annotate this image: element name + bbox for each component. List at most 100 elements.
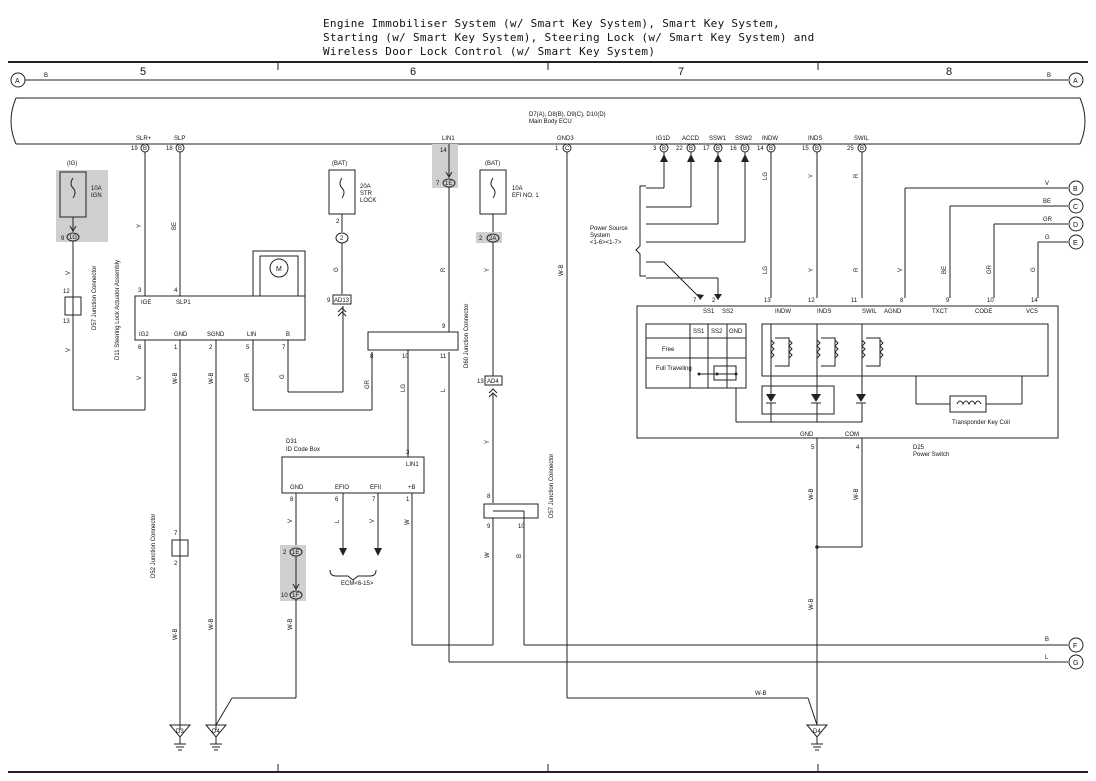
psw-vc5: VC5 (1026, 309, 1038, 315)
wire-g-3: G (1045, 235, 1050, 241)
psw-ss1: SS1 (703, 309, 715, 315)
wire-b-1: B (517, 554, 523, 558)
sl-gnd-num: 1 (174, 345, 178, 351)
id-code-box: D31 ID Code Box 3 LIN1 GND EFIO EFII +B … (281, 439, 425, 645)
table-col-ss2: SS2 (711, 329, 723, 335)
wire-g-4: G (1031, 267, 1037, 272)
pin-name-gnd3: GND3 (557, 136, 574, 142)
table-row-full: Full Traveling (656, 366, 692, 372)
offpage-a-left-letter: A (15, 78, 20, 85)
pin-conn-gnd3: C (565, 146, 570, 152)
fuse-ign-pin: 9 (61, 236, 65, 242)
pin-name-slr: SLR+ (136, 136, 152, 142)
splice-1f: 1F (292, 593, 299, 599)
psw-inds: INDS (817, 309, 831, 315)
pin-conn-slp: B (178, 146, 182, 152)
idbox-efii: EFII (370, 485, 381, 491)
fuse-efi: (BAT) 10A EFI NO. 1 2 2A Y 13 AD4 Y (476, 161, 539, 503)
psw-code-num: 10 (987, 298, 994, 304)
psw-code: CODE (975, 309, 992, 315)
sl-lin: LIN (247, 332, 256, 338)
psw-com: COM (845, 432, 859, 438)
wire-g-2: G (334, 267, 340, 272)
title-line-1: Engine Immobiliser System (w/ Smart Key … (323, 17, 780, 30)
sl-slp1-num: 4 (174, 288, 178, 294)
idbox-name: ID Code Box (286, 447, 320, 453)
splice-1f-pin: 10 (281, 593, 288, 599)
idbox-code: D31 (286, 439, 298, 445)
offpage-f: F (1073, 643, 1077, 650)
d57-left-pin-a: 12 (63, 289, 70, 295)
sl-gnd: GND (174, 332, 188, 338)
pin-num-ssw2: 16 (730, 146, 737, 152)
sl-ige: IGE (141, 300, 151, 306)
junction-d57-right: 8 9 10 D57 Junction Connector W B (412, 454, 1068, 646)
offpage-d: D (1073, 222, 1078, 229)
d60-label: D60 Junction Connector (464, 304, 470, 368)
d52-label: D52 Junction Connector (151, 514, 157, 578)
fuse-ign-name: IGN (91, 193, 102, 199)
power-switch: 7 2 SS1 SS2 13 INDW 12 INDS 11 SWIL 8 AG… (636, 298, 1059, 725)
d60-pin-11: 11 (440, 354, 447, 360)
pin-num-swil: 25 (847, 146, 854, 152)
pin-name-inds: INDS (808, 136, 822, 142)
transponder-coil: Transponder Key Coil (952, 420, 1010, 426)
fuse-efi-rating: 10A (512, 186, 523, 192)
diagram-title: Engine Immobiliser System (w/ Smart Key … (323, 17, 814, 58)
fuse-ign-supply: (IG) (67, 161, 77, 167)
wire-y-5: Y (809, 268, 815, 272)
pin-num-accd: 22 (676, 146, 683, 152)
offpage-g: G (1073, 660, 1078, 667)
pin-name-ssw1: SSW1 (709, 136, 727, 142)
fuse-efi-pin: 2 (479, 236, 483, 242)
column-8-label: 8 (946, 66, 952, 78)
wire-l-3: L (1045, 655, 1049, 661)
wire-l-1: L (441, 388, 447, 392)
idbox-efii-num: 7 (372, 497, 376, 503)
ground-d3: D3 (176, 729, 184, 735)
ad4-pin: 13 (477, 379, 484, 385)
left-wiring: Y BE 12 13 D57 Junction Connector V V V … (63, 152, 373, 730)
sl-b-num: 7 (282, 345, 286, 351)
offpage-a-left (10, 72, 26, 88)
idbox-plusb-num: 1 (406, 497, 410, 503)
ecm-ref: ECM<6-15> (341, 581, 374, 587)
motor-icon: M (276, 266, 282, 273)
ad13-pin: 9 (327, 298, 331, 304)
psw-swil: SWIL (862, 309, 877, 315)
fuse-str-supply: (BAT) (332, 161, 347, 167)
fuse-str-name2: LOCK (360, 198, 376, 204)
wire-gr-1: GR (245, 372, 251, 382)
idbox-efio-num: 6 (335, 497, 339, 503)
idbox-gnd-num: 8 (290, 497, 294, 503)
psw-swil-num: 11 (851, 298, 858, 304)
pin-name-indw: INDW (762, 136, 778, 142)
pin-num-inds: 15 (802, 146, 809, 152)
idbox-lin-name: LIN1 (406, 462, 419, 468)
fuse-str-name1: STR (360, 191, 373, 197)
d57-left-label: D57 Junction Connector (92, 266, 98, 330)
ps-line3: <1-6><1-7> (590, 240, 622, 246)
offpage-a-right-letter: A (1073, 78, 1078, 85)
fuse-str-rating: 20A (360, 184, 371, 190)
wire-lg-3: LG (763, 266, 769, 274)
wire-wb-6: W-B (755, 691, 767, 697)
ground-d4-a: D4 (212, 729, 220, 735)
bus-letter-right: B (1047, 73, 1051, 79)
junction-d60: 9 8 10 11 D60 Junction Connector LG (367, 304, 470, 450)
wire-w-2: W (485, 552, 491, 558)
psw-ss2-num: 2 (712, 298, 716, 304)
d57-left-pin-b: 13 (63, 319, 70, 325)
pin-name-swil: SWIL (854, 136, 869, 142)
grounds: D3 D4 D4 (168, 724, 829, 751)
wire-y-4: Y (809, 174, 815, 178)
pin-conn-inds: B (815, 146, 819, 152)
psw-gnd: GND (800, 432, 814, 438)
ecu-name: Main Body ECU (529, 119, 572, 125)
sl-ig2-num: 6 (138, 345, 142, 351)
lin-splice: 14 7 1E R L (432, 144, 1068, 663)
main-body-ecu: D7(A), D8(B), D9(C), D10(D) Main Body EC… (10, 97, 1086, 145)
pin-name-ssw2: SSW2 (735, 136, 753, 142)
fuse-efi-conn: 2A (489, 236, 496, 242)
